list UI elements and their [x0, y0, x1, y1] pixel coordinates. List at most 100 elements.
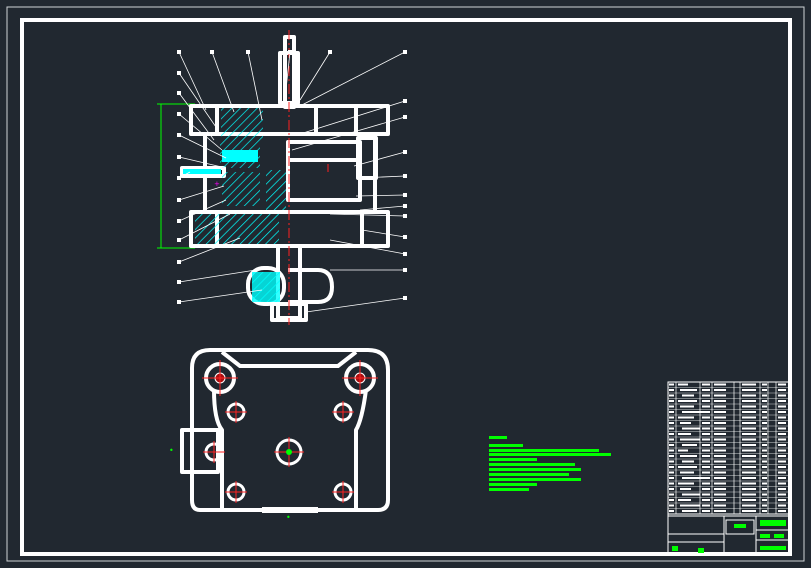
cell-text — [762, 433, 767, 435]
leader-line-left — [178, 213, 231, 241]
cell-text — [702, 405, 710, 408]
cell-text — [669, 422, 674, 424]
cell-text — [778, 493, 786, 496]
cell-text — [702, 411, 710, 413]
cell-text — [762, 405, 767, 408]
cell-text — [742, 438, 756, 441]
leader-line-left — [178, 289, 263, 303]
cell-text — [702, 444, 710, 446]
note-line — [489, 458, 537, 461]
leader-tick-left — [177, 133, 181, 137]
cell-text — [669, 394, 674, 397]
cell-text — [778, 466, 786, 468]
leader-tick-top — [288, 50, 292, 54]
cell-text — [762, 422, 767, 424]
cell-text — [669, 471, 674, 474]
note-line — [489, 436, 507, 439]
leader-tick-right — [403, 235, 407, 239]
leader-line-right — [305, 297, 406, 313]
cell-text — [714, 477, 726, 479]
leader-line-right — [359, 205, 406, 211]
cell-text — [742, 433, 756, 435]
cell-text — [762, 482, 767, 485]
cell-text — [702, 394, 710, 397]
cell-text — [682, 477, 703, 479]
note-line — [489, 473, 569, 476]
cell-text — [778, 471, 786, 474]
cell-text — [669, 460, 674, 463]
cell-text — [742, 466, 756, 468]
cell-text — [742, 411, 756, 413]
central-bore-mark — [286, 449, 292, 455]
leader-line-right — [359, 175, 406, 179]
section-hatching — [183, 108, 286, 302]
cell-text — [702, 400, 710, 402]
cell-text — [714, 466, 726, 468]
cell-text — [678, 416, 694, 419]
leader-line-right — [299, 51, 406, 107]
cell-text — [680, 455, 697, 457]
note-line — [489, 468, 581, 471]
cell-text — [742, 449, 756, 452]
cell-text — [778, 438, 786, 441]
cell-text — [702, 471, 710, 474]
cell-text — [669, 504, 674, 507]
cell-text — [682, 444, 697, 446]
note-line — [489, 488, 529, 491]
cell-text — [702, 427, 710, 430]
cell-text — [714, 400, 726, 402]
cell-text — [669, 449, 674, 452]
cell-text — [669, 477, 674, 479]
cell-text — [702, 383, 710, 386]
cell-text — [682, 460, 694, 463]
leader-tick-left — [177, 91, 181, 95]
cell-text — [669, 411, 674, 413]
cell-text — [742, 427, 756, 430]
cell-text — [742, 389, 756, 391]
cell-text — [714, 449, 726, 452]
cell-text — [778, 504, 786, 507]
base-outline — [190, 348, 390, 512]
cell-text — [682, 493, 700, 496]
note-line — [489, 444, 523, 447]
title-block — [667, 515, 791, 555]
height-dimension — [157, 103, 195, 249]
cell-text — [778, 427, 786, 430]
leader-tick-left — [177, 260, 181, 264]
cell-text — [778, 444, 786, 446]
cell-text — [762, 411, 767, 413]
cell-text — [762, 416, 767, 419]
cell-text — [714, 405, 726, 408]
cell-text — [778, 400, 786, 402]
leader-tick-left — [177, 71, 181, 75]
cell-text — [778, 477, 786, 479]
cell-text — [669, 400, 674, 402]
cell-text — [778, 405, 786, 408]
cell-text — [669, 405, 674, 408]
cell-text — [778, 455, 786, 457]
cell-text — [742, 482, 756, 485]
leader-line-left — [178, 134, 227, 159]
cell-text — [762, 510, 767, 512]
cell-text — [762, 471, 767, 474]
cell-text — [678, 499, 691, 501]
cell-text — [702, 389, 710, 391]
cell-text — [778, 488, 786, 490]
cell-text — [778, 394, 786, 397]
cell-text — [778, 411, 786, 413]
cell-text — [742, 499, 756, 501]
leader-line-left — [178, 237, 241, 263]
leader-line-right — [291, 116, 406, 151]
cell-text — [778, 416, 786, 419]
leader-line-top — [178, 51, 207, 111]
note-line — [489, 453, 611, 456]
cell-text — [702, 482, 710, 485]
cell-text — [762, 444, 767, 446]
plan-view — [180, 348, 390, 513]
cell-text — [762, 400, 767, 402]
cell-text — [742, 493, 756, 496]
cell-text — [762, 438, 767, 441]
cell-text — [714, 383, 726, 386]
cell-text — [669, 427, 674, 430]
